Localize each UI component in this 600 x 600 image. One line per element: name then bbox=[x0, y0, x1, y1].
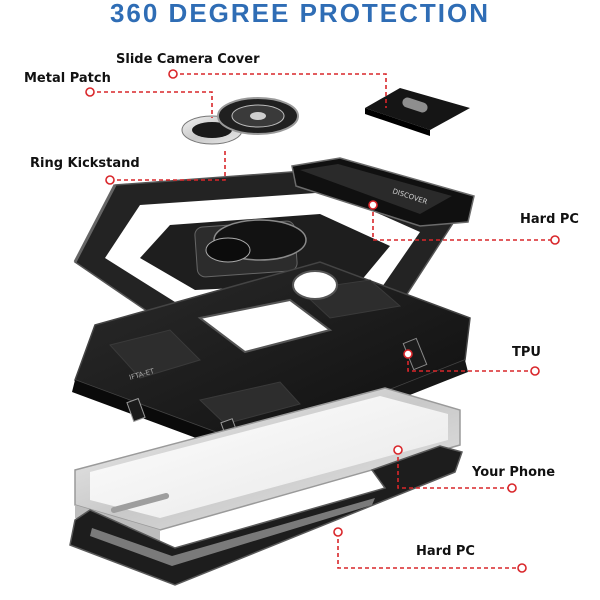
label-metal-patch: Metal Patch bbox=[24, 71, 111, 86]
label-slide-camera-cover: Slide Camera Cover bbox=[116, 52, 260, 67]
label-hard-pc-top: Hard PC bbox=[520, 212, 579, 227]
slide-camera-cover-part bbox=[365, 88, 470, 136]
page-title: 360 DEGREE PROTECTION bbox=[109, 0, 491, 28]
callout-dots bbox=[85, 69, 560, 573]
callout-lines bbox=[90, 73, 555, 569]
label-ring-kickstand: Ring Kickstand bbox=[30, 156, 140, 171]
label-your-phone: Your Phone bbox=[472, 465, 556, 480]
hard-pc-frame-bottom bbox=[69, 445, 463, 586]
label-hard-pc-bottom: Hard PC bbox=[416, 544, 475, 559]
label-tpu: TPU bbox=[512, 345, 541, 360]
ring-kickstand-part bbox=[181, 97, 299, 145]
